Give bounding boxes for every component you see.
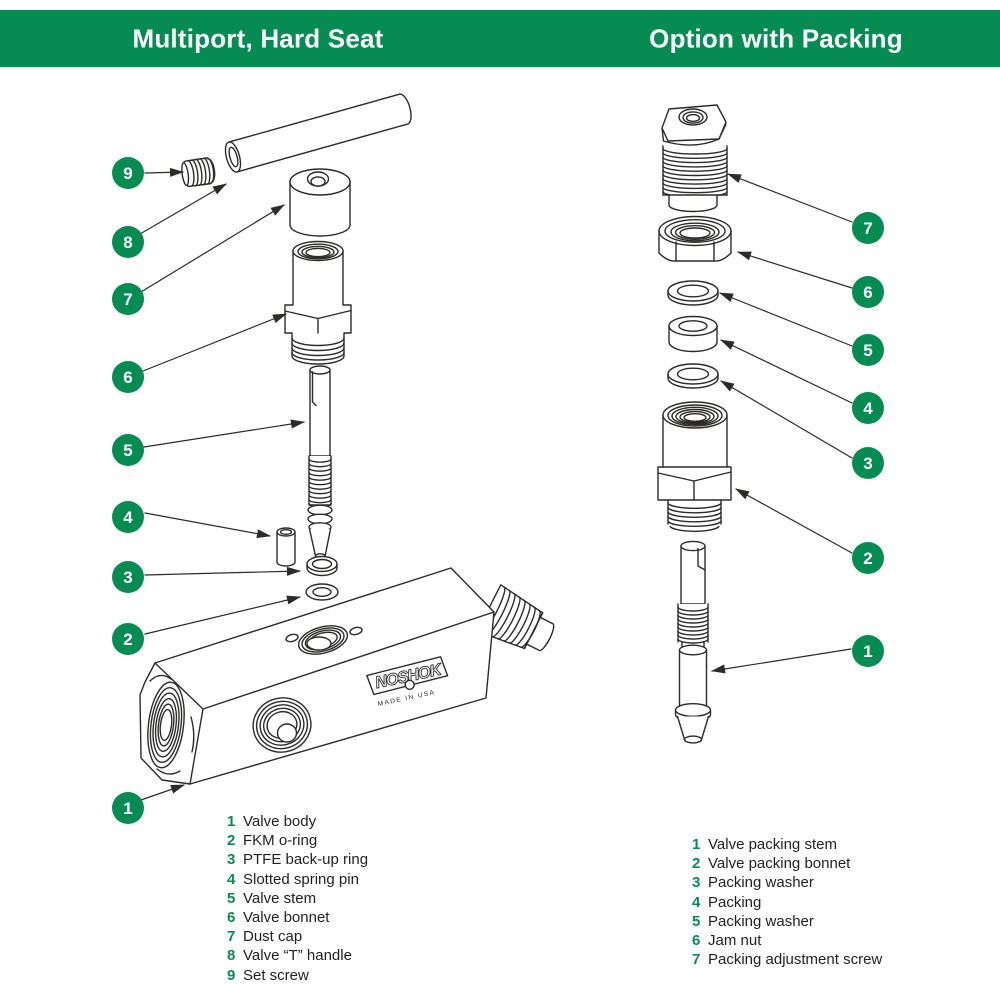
callout-right-6: 6 — [852, 276, 884, 308]
left-port-drawing — [147, 681, 185, 769]
valve-t-handle-drawing — [224, 93, 412, 173]
callout-right-2: 2 — [852, 542, 884, 574]
callout-left-2: 2 — [112, 623, 144, 655]
callout-left-3: 3 — [112, 561, 144, 593]
right-section-title: Option with Packing — [649, 23, 903, 53]
callout-right-7: 7 — [852, 212, 884, 244]
right-leader-lines — [711, 173, 853, 674]
left-leader-lines — [139, 167, 305, 801]
jam-nut-drawing — [658, 215, 732, 262]
top-hole-left — [285, 633, 299, 643]
callout-right-1: 1 — [852, 635, 884, 667]
header-bar: Multiport, Hard Seat Option with Packing — [0, 10, 1000, 67]
dust-cap-drawing — [289, 168, 351, 237]
valve-body-drawing: NOSHOK MADE IN USA — [139, 567, 555, 785]
ptfe-backup-ring-drawing — [306, 555, 338, 577]
valve-packing-stem-drawing — [674, 540, 712, 744]
male-port-drawing — [476, 584, 555, 652]
callout-right-3: 3 — [852, 447, 884, 479]
left-section-title: Multiport, Hard Seat — [132, 23, 384, 53]
callout-left-9: 9 — [112, 157, 144, 189]
packing-washer-upper-drawing — [667, 280, 719, 306]
valve-packing-bonnet-drawing — [657, 401, 732, 534]
right-exploded-view — [657, 104, 853, 744]
valve-bonnet-drawing — [284, 240, 352, 365]
valve-stem-drawing — [307, 365, 333, 559]
packing-drawing — [668, 315, 718, 353]
top-hole-right — [349, 626, 363, 636]
callout-left-7: 7 — [112, 283, 144, 315]
callout-left-4: 4 — [112, 501, 144, 533]
slotted-spring-pin-drawing — [276, 527, 296, 567]
callout-left-1: 1 — [112, 792, 144, 824]
callout-right-5: 5 — [852, 334, 884, 366]
set-screw-drawing — [181, 157, 216, 188]
packing-adjustment-screw-drawing — [661, 104, 728, 213]
callout-left-5: 5 — [112, 434, 144, 466]
callout-left-8: 8 — [112, 226, 144, 258]
fkm-o-ring-drawing — [305, 583, 339, 601]
callout-left-6: 6 — [112, 361, 144, 393]
packing-washer-lower-drawing — [667, 363, 719, 389]
callout-right-4: 4 — [852, 392, 884, 424]
left-exploded-view: NOSHOK MADE IN USA — [139, 93, 555, 801]
